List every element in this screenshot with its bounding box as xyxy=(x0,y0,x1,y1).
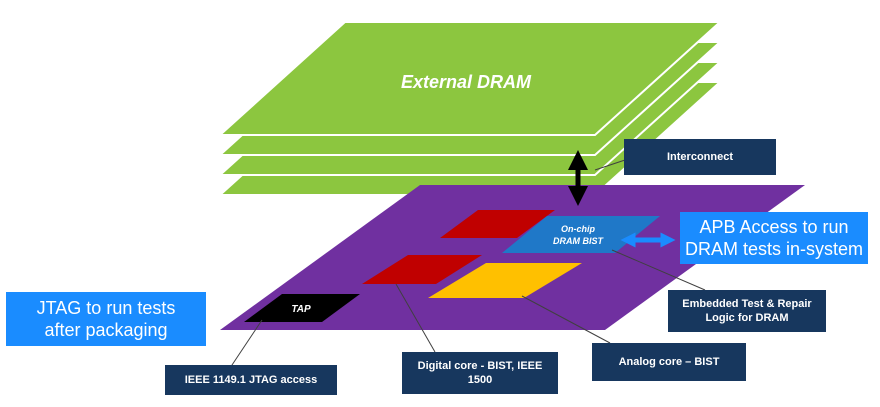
embedded-label-line1: Embedded Test & Repair xyxy=(682,298,812,310)
ieee-jtag-callout: IEEE 1149.1 JTAG access xyxy=(165,365,337,395)
interconnect-leader xyxy=(594,159,626,171)
digital-label-line1: Digital core - BIST, IEEE xyxy=(417,360,543,372)
analog-core-callout: Analog core – BIST xyxy=(592,343,746,381)
digital-core-callout: Digital core - BIST, IEEE 1500 xyxy=(402,352,558,394)
tap-block xyxy=(244,294,360,322)
apb-label-line2: DRAM tests in-system xyxy=(684,239,864,259)
jtag-label-line1: JTAG to run tests xyxy=(36,298,176,318)
digital-label-line2: 1500 xyxy=(467,374,493,386)
dram-layer-1 xyxy=(217,21,723,136)
ieee-jtag-label: IEEE 1149.1 JTAG access xyxy=(184,374,318,386)
apb-label-line1: APB Access to run xyxy=(699,217,849,237)
tap-leader xyxy=(229,319,263,369)
interconnect-callout: Interconnect xyxy=(624,139,776,175)
digital-core-block-top xyxy=(440,210,555,238)
analog-leader xyxy=(521,295,611,344)
embedded-leader xyxy=(611,249,706,291)
interconnect-label: Interconnect xyxy=(666,151,733,163)
bist-label-line1: On-chip xyxy=(561,224,595,234)
dram-label: External DRAM xyxy=(401,72,532,92)
chip-die xyxy=(220,185,805,330)
analog-label: Analog core – BIST xyxy=(618,356,720,368)
digital-leader xyxy=(395,283,436,353)
embedded-label-line2: Logic for DRAM xyxy=(705,312,789,324)
bist-label-line2: DRAM BIST xyxy=(553,236,604,246)
jtag-label-line2: after packaging xyxy=(44,320,168,340)
apb-access-callout: APB Access to run DRAM tests in-system xyxy=(680,212,868,264)
embedded-test-callout: Embedded Test & Repair Logic for DRAM xyxy=(668,290,826,332)
digital-core-block-left xyxy=(362,255,482,284)
analog-core-block xyxy=(428,263,582,298)
jtag-callout: JTAG to run tests after packaging xyxy=(6,292,206,346)
tap-label: TAP xyxy=(291,304,311,315)
